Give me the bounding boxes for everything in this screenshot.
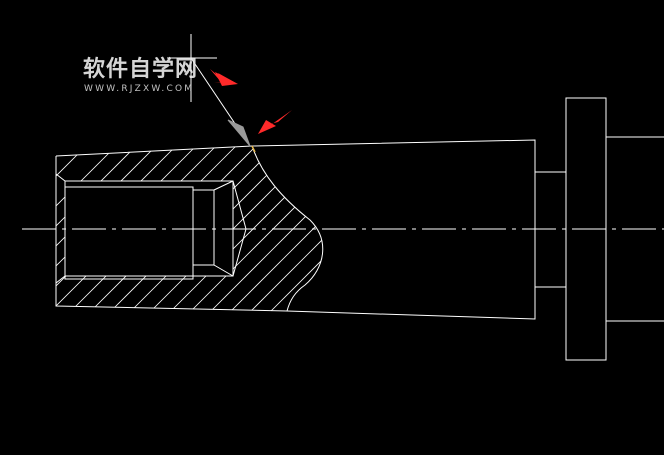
flange[interactable] [565,97,607,361]
watermark-site-name: 软件自学网 [83,57,199,82]
section-hatch [56,146,323,311]
right-shaft[interactable] [606,136,664,322]
neck-step[interactable] [535,171,566,288]
red-arrow-icon [258,110,292,134]
selected-vertex[interactable] [251,145,256,153]
internal-bore[interactable] [55,173,247,284]
red-arrow-icon [210,69,238,86]
watermark-url: WWW.RJZXW.COM [84,84,195,94]
section-break-curve [251,145,324,312]
crosshair-cursor-icon [167,34,217,102]
leader-line [190,57,251,147]
